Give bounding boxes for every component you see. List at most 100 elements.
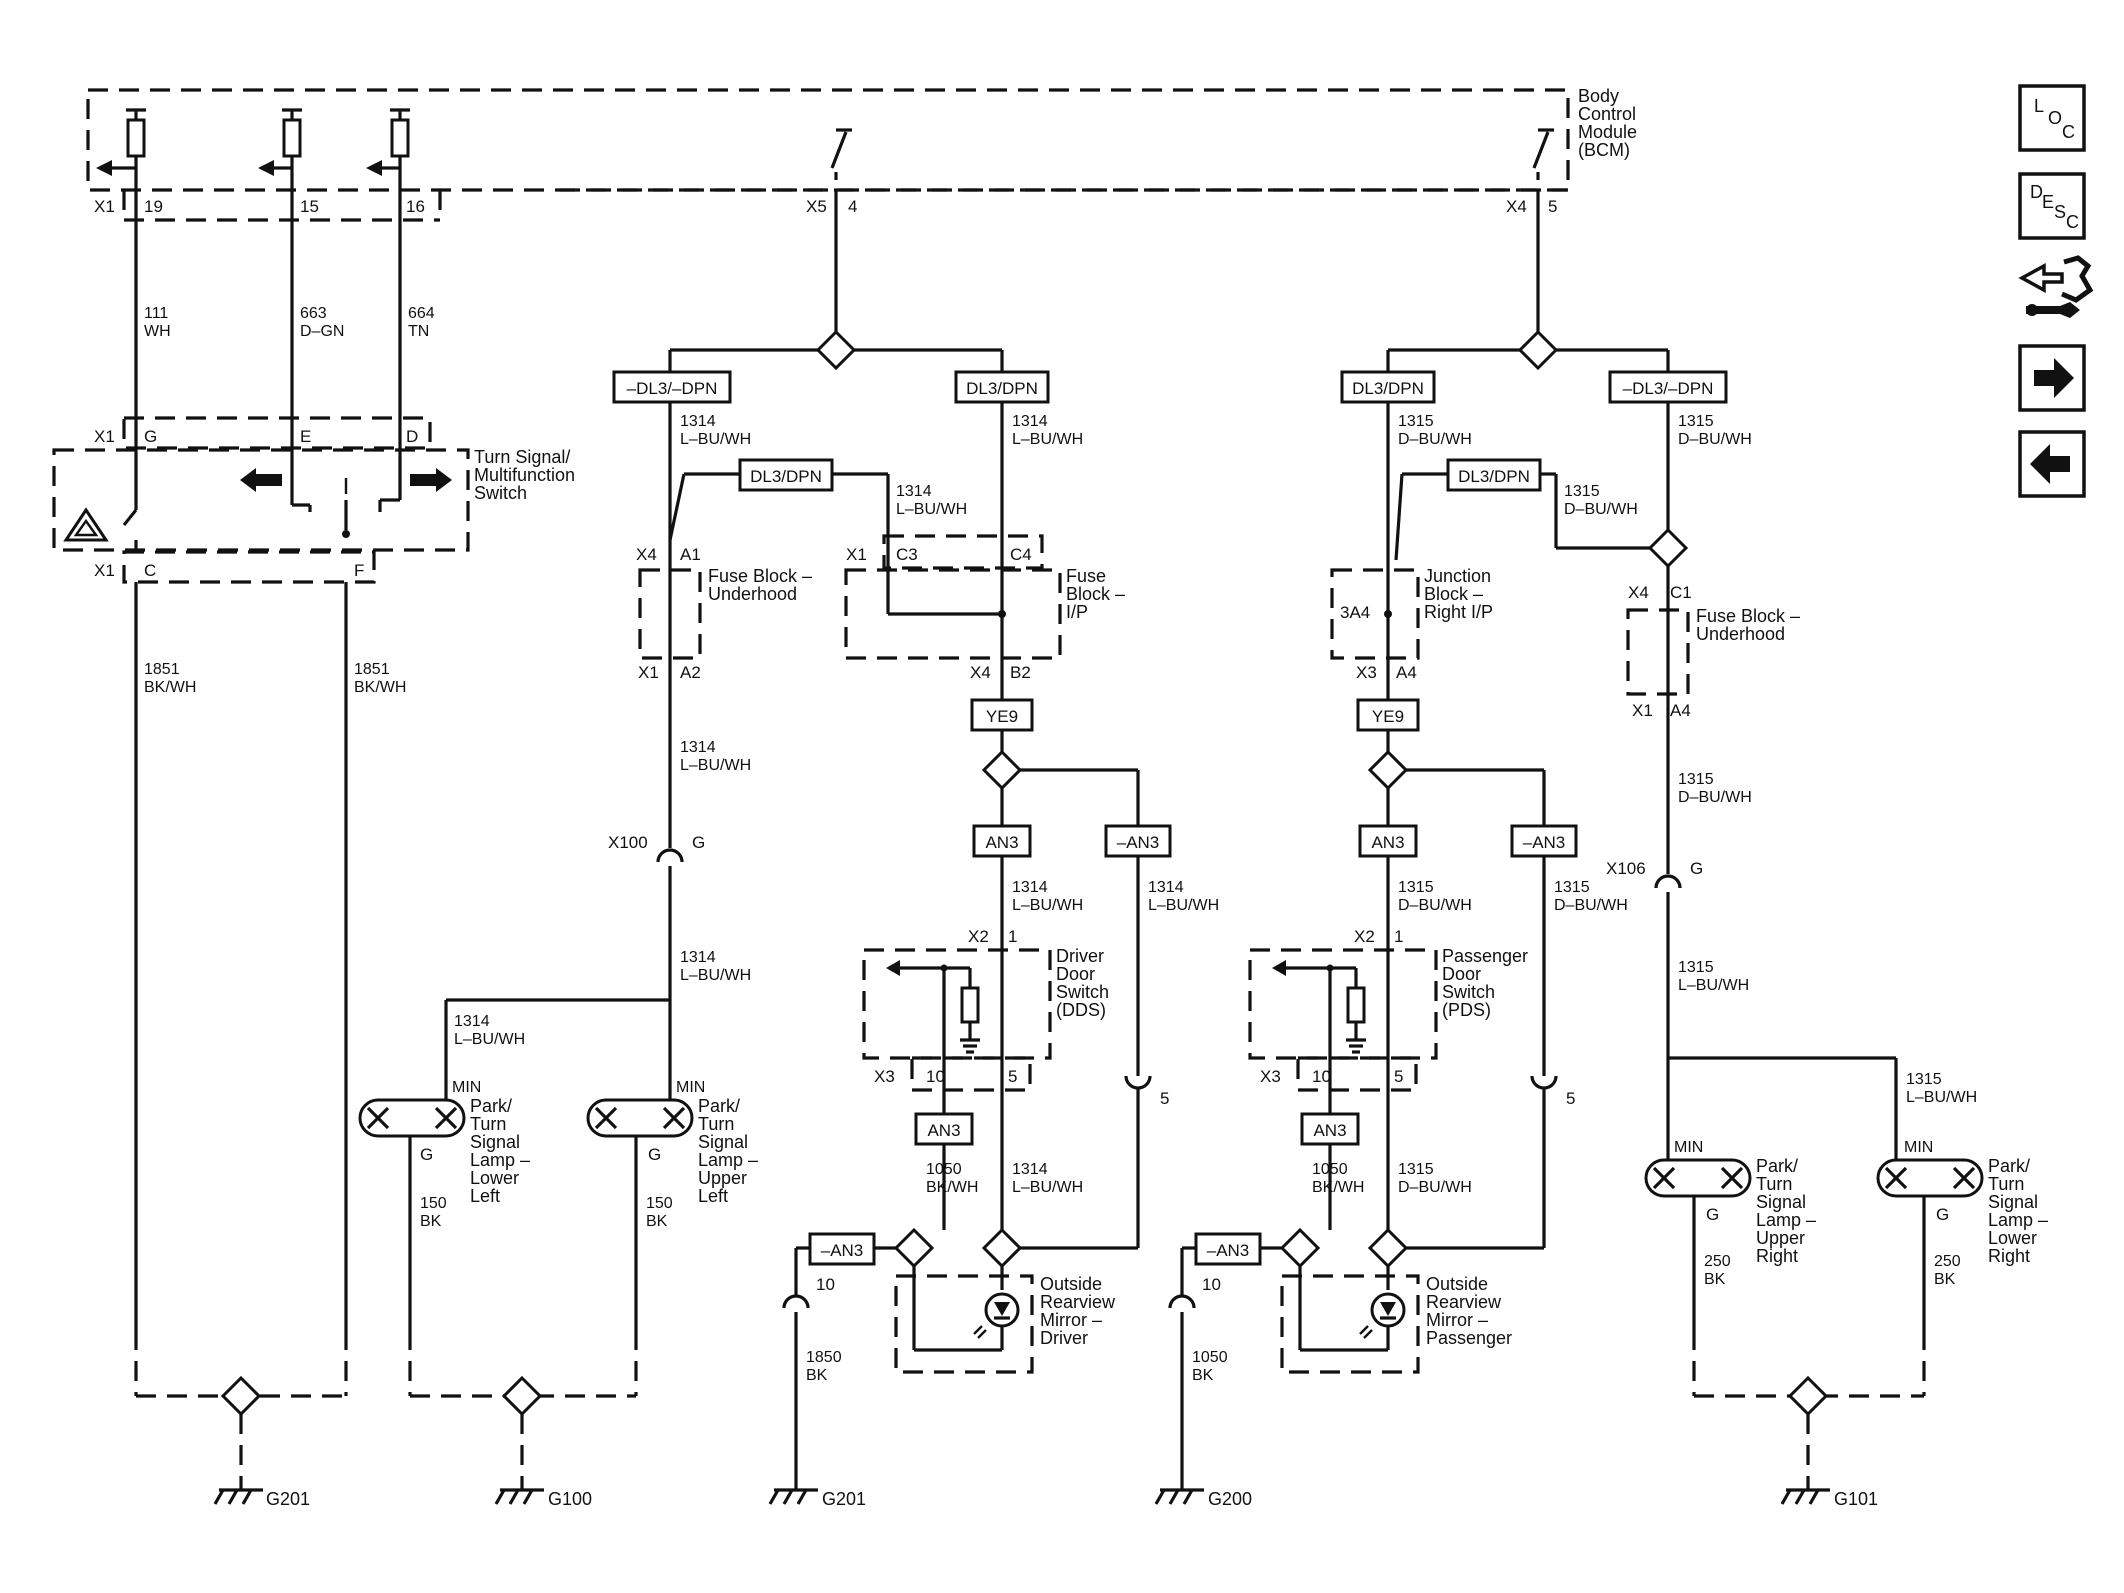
wire-1315-c-num: 1315 bbox=[1564, 483, 1600, 500]
svg-text:Park/: Park/ bbox=[470, 1096, 512, 1116]
wire-663-color: D–GN bbox=[300, 323, 344, 340]
bcm-conn-x4: X4 bbox=[1506, 197, 1527, 216]
svg-text:5: 5 bbox=[1394, 1067, 1403, 1086]
connector-tools-icon[interactable] bbox=[2018, 255, 2094, 318]
wire-1050b-color: BK bbox=[1192, 1367, 1214, 1384]
tss-label-2: Multifunction bbox=[474, 465, 575, 485]
svg-text:5: 5 bbox=[1566, 1089, 1575, 1108]
svg-text:Fuse Block –: Fuse Block – bbox=[708, 566, 812, 586]
svg-text:C4: C4 bbox=[1010, 545, 1032, 564]
svg-text:Mirror –: Mirror – bbox=[1426, 1310, 1488, 1330]
wire-111-color: WH bbox=[144, 323, 171, 340]
mirror-passenger: Outside Rearview Mirror – Passenger bbox=[1280, 1266, 1512, 1374]
wire-150b-num: 150 bbox=[646, 1195, 673, 1212]
left-turn-arrow-icon bbox=[240, 468, 282, 492]
svg-text:Switch: Switch bbox=[1442, 982, 1495, 1002]
wire-1050-left-color: BK/WH bbox=[926, 1179, 978, 1196]
bcm-output-16 bbox=[366, 108, 410, 176]
wire-1850-color: BK bbox=[806, 1367, 828, 1384]
tss-label-3: Switch bbox=[474, 483, 527, 503]
tss-label-1: Turn Signal/ bbox=[474, 447, 570, 467]
svg-text:S: S bbox=[2054, 202, 2066, 222]
svg-text:Rearview: Rearview bbox=[1426, 1292, 1502, 1312]
svg-text:10: 10 bbox=[1312, 1067, 1331, 1086]
option-tag-right-c: DL3/DPN bbox=[1446, 458, 1542, 492]
svg-text:C1: C1 bbox=[1670, 583, 1692, 602]
svg-text:Upper: Upper bbox=[1756, 1228, 1805, 1248]
option-tag-an3-right-a: AN3 bbox=[1358, 824, 1418, 858]
min-label-ur: MIN bbox=[1674, 1139, 1703, 1156]
wire-1314-d-color: L–BU/WH bbox=[680, 757, 751, 774]
svg-text:Block –: Block – bbox=[1424, 584, 1483, 604]
svg-text:–AN3: –AN3 bbox=[1207, 1241, 1250, 1260]
previous-page-button[interactable] bbox=[2018, 430, 2086, 498]
svg-text:Lamp –: Lamp – bbox=[698, 1150, 758, 1170]
svg-text:X100: X100 bbox=[608, 833, 648, 852]
wire-1314-g-num: 1314 bbox=[1012, 879, 1048, 896]
option-tag-left-c: DL3/DPN bbox=[738, 458, 834, 492]
svg-text:Passenger: Passenger bbox=[1426, 1328, 1512, 1348]
svg-text:X3: X3 bbox=[1356, 663, 1377, 682]
desc-button[interactable]: D E S C bbox=[2018, 172, 2086, 240]
wire-1315-g-color: D–BU/WH bbox=[1398, 897, 1472, 914]
svg-text:B2: B2 bbox=[1010, 663, 1031, 682]
svg-text:AN3: AN3 bbox=[1313, 1121, 1346, 1140]
wire-1315-h-num: 1315 bbox=[1554, 879, 1590, 896]
wire-1315-e-color: L–BU/WH bbox=[1678, 977, 1749, 994]
wire-1850-num: 1850 bbox=[806, 1349, 842, 1366]
lamp-upper-right: Park/ Turn Signal Lamp – Upper Right G bbox=[1644, 1156, 1816, 1266]
svg-text:Mirror –: Mirror – bbox=[1040, 1310, 1102, 1330]
svg-text:Block –: Block – bbox=[1066, 584, 1125, 604]
svg-text:5: 5 bbox=[1160, 1089, 1169, 1108]
wire-1314-b-color: L–BU/WH bbox=[1012, 431, 1083, 448]
svg-text:Park/: Park/ bbox=[1756, 1156, 1798, 1176]
loc-button[interactable]: L O C bbox=[2018, 84, 2086, 152]
svg-text:Signal: Signal bbox=[698, 1132, 748, 1152]
option-tag-ye9-right: YE9 bbox=[1356, 698, 1420, 732]
wire-1314-e-num: 1314 bbox=[680, 949, 716, 966]
pin-10-right: 10 bbox=[1202, 1275, 1221, 1294]
next-page-button[interactable] bbox=[2018, 344, 2086, 412]
arrow-right-icon bbox=[2034, 358, 2074, 398]
svg-text:Outside: Outside bbox=[1040, 1274, 1102, 1294]
svg-text:Lamp –: Lamp – bbox=[1988, 1210, 2048, 1230]
option-tag-an3-right-c: AN3 bbox=[1300, 1112, 1360, 1146]
wire-1314-d-num: 1314 bbox=[680, 739, 716, 756]
svg-text:Signal: Signal bbox=[1756, 1192, 1806, 1212]
svg-text:X2: X2 bbox=[1354, 927, 1375, 946]
inline-connector-x106: X106 G bbox=[1606, 859, 1703, 889]
junction-block-right-ip: 3A4 X3 A4 Junction Block – Right I/P bbox=[1330, 566, 1493, 682]
svg-text:G: G bbox=[692, 833, 705, 852]
wire-1315-d-num: 1315 bbox=[1678, 771, 1714, 788]
bcm-pin-5: 5 bbox=[1548, 197, 1557, 216]
svg-text:L: L bbox=[2034, 96, 2044, 116]
turn-signal-switch: X1 G E D X1 C F Turn Signal/ Multifuncti… bbox=[52, 416, 575, 584]
bcm-conn-x1: X1 bbox=[94, 197, 115, 216]
ground-g101: G101 bbox=[1692, 1330, 1926, 1509]
svg-text:O: O bbox=[2048, 108, 2062, 128]
wire-1314-c-num: 1314 bbox=[896, 483, 932, 500]
pin-10-left: 10 bbox=[816, 1275, 835, 1294]
option-tag-an3-left-a: AN3 bbox=[972, 824, 1032, 858]
wire-1314-b-num: 1314 bbox=[1012, 413, 1048, 430]
lamp-lower-left: Park/ Turn Signal Lamp – Lower Left G bbox=[358, 1096, 530, 1206]
wire-1314-i-color: L–BU/WH bbox=[1012, 1179, 1083, 1196]
wire-1315-a-color: D–BU/WH bbox=[1398, 431, 1472, 448]
terminal-5-left: 5 bbox=[1124, 1075, 1169, 1108]
bcm-label-1: Body bbox=[1578, 86, 1619, 106]
svg-text:Lower: Lower bbox=[1988, 1228, 2037, 1248]
ground-g201-left: G201 bbox=[134, 1330, 348, 1509]
svg-text:Right: Right bbox=[1988, 1246, 2030, 1266]
svg-text:A4: A4 bbox=[1396, 663, 1417, 682]
svg-text:Signal: Signal bbox=[1988, 1192, 2038, 1212]
svg-text:(DDS): (DDS) bbox=[1056, 1000, 1106, 1020]
wire-1851a-num: 1851 bbox=[144, 661, 180, 678]
ground-g201-right bbox=[768, 1488, 820, 1506]
svg-text:–AN3: –AN3 bbox=[1523, 833, 1566, 852]
wire-1315-c-color: D–BU/WH bbox=[1564, 501, 1638, 518]
bcm-switch-4 bbox=[830, 128, 852, 180]
svg-text:–AN3: –AN3 bbox=[821, 1241, 864, 1260]
wire-1315-d-color: D–BU/WH bbox=[1678, 789, 1752, 806]
svg-text:Park/: Park/ bbox=[1988, 1156, 2030, 1176]
wire-150b-color: BK bbox=[646, 1213, 668, 1230]
